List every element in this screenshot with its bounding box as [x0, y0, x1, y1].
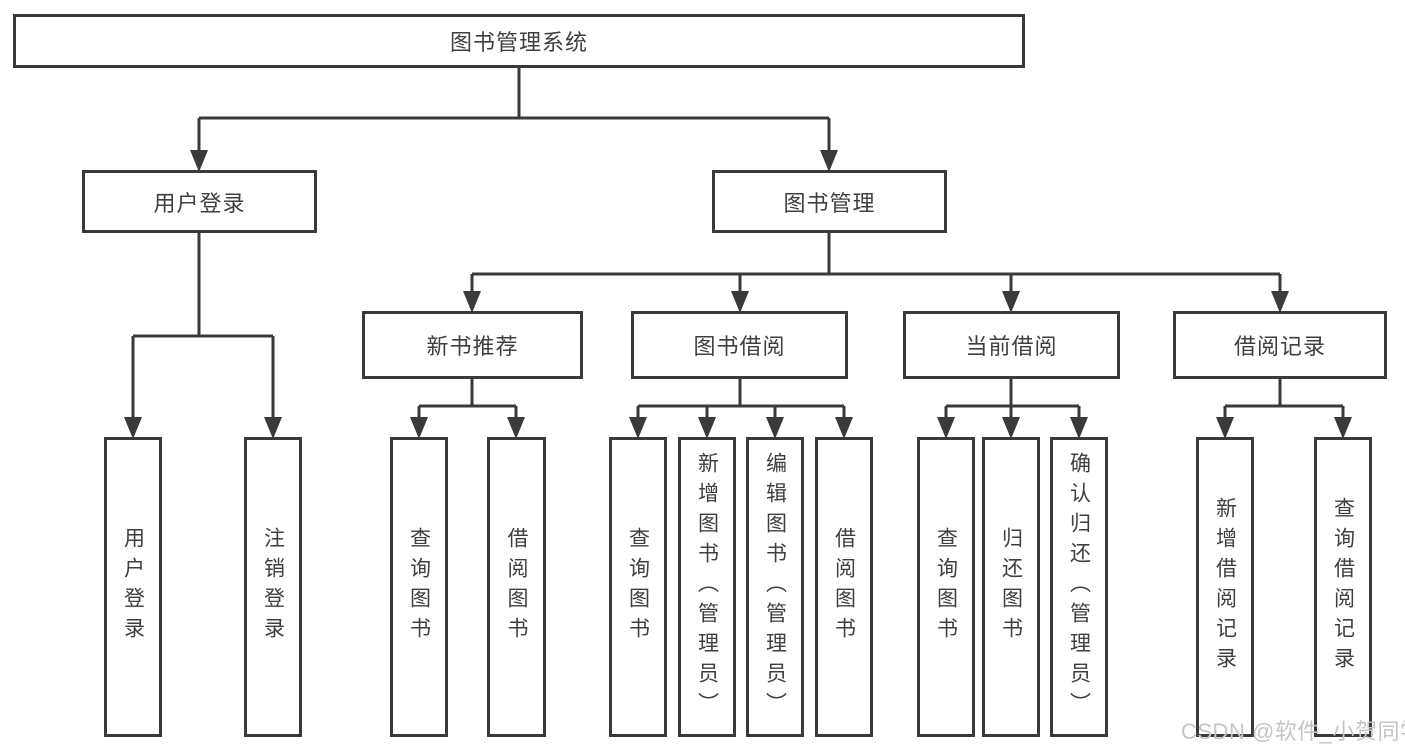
connector-line	[470, 233, 1282, 292]
node-label: 借阅图书	[505, 527, 528, 647]
node-label: 用户登录	[153, 190, 246, 216]
node-label: 图书管理	[783, 190, 876, 216]
arrowhead-borrow-books-1	[507, 417, 525, 439]
arrowhead-current-borrow	[1002, 291, 1020, 313]
arrowhead-leaf-user-login	[124, 417, 142, 439]
node-system-root: 图书管理系统	[13, 14, 1025, 68]
node-label: 新增图书（管理员）	[695, 452, 719, 722]
arrowhead-return-books	[1002, 417, 1020, 439]
node-new-book-recommend: 新书推荐	[362, 311, 583, 379]
leaf-query-books-recommend: 查询图书	[390, 437, 448, 737]
leaf-query-books-borrow: 查询图书	[609, 437, 667, 737]
node-label: 注销登录	[261, 527, 285, 647]
connector-line	[197, 68, 831, 152]
arrowhead-query-borrow-record	[1334, 417, 1352, 439]
leaf-edit-book-admin: 编辑图书（管理员）	[746, 437, 804, 737]
connector-user-login-children	[124, 233, 282, 439]
arrowhead-borrow-records	[1271, 291, 1289, 313]
node-label: 确认归还（管理员）	[1067, 452, 1091, 722]
node-current-borrow: 当前借阅	[903, 311, 1120, 379]
arrowhead-borrow-books-2	[835, 417, 853, 439]
arrowhead-confirm-return	[1070, 417, 1088, 439]
arrowhead-book-borrow	[731, 291, 749, 313]
arrowhead-leaf-logout	[264, 417, 282, 439]
node-label: 查询图书	[626, 527, 650, 647]
leaf-confirm-return-admin: 确认归还（管理员）	[1050, 437, 1108, 737]
node-label: 借阅图书	[832, 527, 856, 647]
node-label: 归还图书	[999, 527, 1023, 647]
node-label: 当前借阅	[965, 334, 1058, 359]
arrowhead-query-books-3	[937, 417, 955, 439]
connector-root-to-level2	[190, 68, 838, 172]
arrowhead-query-books-2	[629, 417, 647, 439]
leaf-borrow-books-recommend: 借阅图书	[487, 437, 546, 737]
node-book-management: 图书管理	[712, 170, 947, 233]
node-label: 新书推荐	[426, 334, 519, 359]
arrowhead-query-books-1	[410, 417, 428, 439]
connector-book-borrow-children	[629, 379, 853, 439]
arrowhead-book-management	[820, 150, 838, 172]
node-label: 编辑图书（管理员）	[763, 452, 787, 722]
connector-borrow-records-children	[1216, 379, 1352, 439]
node-user-login: 用户登录	[82, 170, 317, 233]
connector-line	[1223, 379, 1345, 418]
leaf-return-books: 归还图书	[982, 437, 1040, 737]
connector-line	[131, 233, 275, 418]
connector-line	[417, 379, 518, 418]
node-label: 图书借阅	[693, 334, 786, 359]
node-label: 借阅记录	[1233, 334, 1326, 359]
connector-line	[944, 379, 1081, 418]
arrowhead-add-book	[698, 417, 716, 439]
node-label: 图书管理系统	[449, 30, 588, 55]
connector-line	[636, 379, 846, 418]
node-book-borrow: 图书借阅	[631, 311, 848, 379]
leaf-query-books-current: 查询图书	[917, 437, 975, 737]
connector-book-management-sections	[463, 233, 1289, 313]
leaf-add-borrow-record: 新增借阅记录	[1196, 437, 1254, 737]
arrowhead-user-login	[190, 150, 208, 172]
leaf-borrow-books-borrow: 借阅图书	[815, 437, 873, 737]
node-label: 用户登录	[121, 527, 145, 647]
node-label: 查询图书	[934, 527, 958, 647]
arrowhead-edit-book	[766, 417, 784, 439]
node-label: 新增借阅记录	[1213, 497, 1237, 677]
node-label: 查询借阅记录	[1331, 497, 1355, 677]
leaf-logout: 注销登录	[244, 437, 302, 737]
node-borrow-records: 借阅记录	[1173, 311, 1387, 379]
connector-new-book-recommend-children	[410, 379, 525, 439]
node-label: 查询图书	[407, 527, 431, 647]
leaf-user-login: 用户登录	[104, 437, 162, 737]
connector-current-borrow-children	[937, 379, 1088, 439]
csdn-watermark: CSDN @软件_小贺同学	[1181, 719, 1405, 744]
leaf-query-borrow-record: 查询借阅记录	[1314, 437, 1372, 737]
arrowhead-new-book-recommend	[463, 291, 481, 313]
arrowhead-add-borrow-record	[1216, 417, 1234, 439]
leaf-add-book-admin: 新增图书（管理员）	[678, 437, 736, 737]
